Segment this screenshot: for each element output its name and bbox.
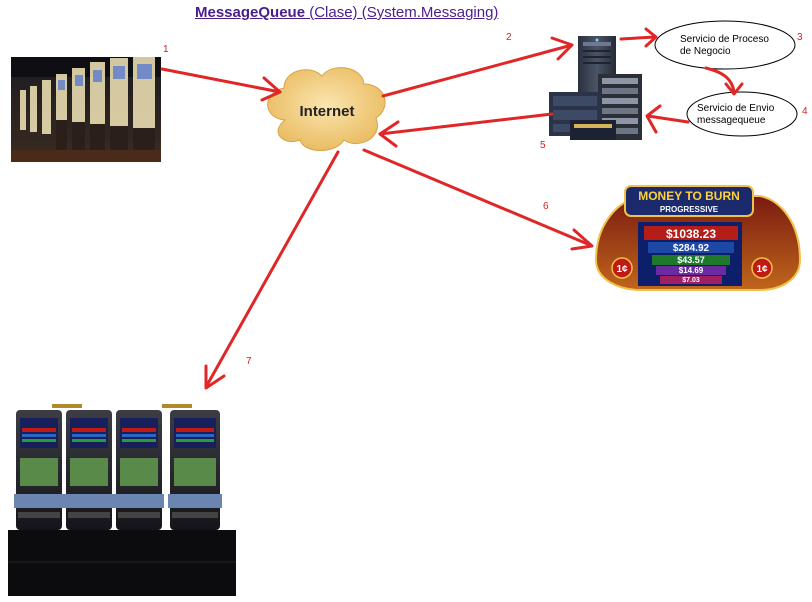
- arrow-5: [378, 112, 554, 148]
- slot-machine-cabinet: [64, 410, 114, 530]
- arrow-3: [619, 27, 658, 48]
- jackpot-amount-5: $7.03: [682, 277, 700, 284]
- step-number-4: 4: [802, 106, 808, 117]
- send-service-label-line2: messagequeue: [697, 115, 766, 126]
- internet-cloud: Internet: [267, 67, 386, 151]
- flow-arrows: [160, 27, 744, 390]
- jackpot-denomination-right: 1¢: [756, 264, 768, 275]
- arrow-7: [204, 150, 340, 390]
- slot-machine-cabinet: [14, 410, 64, 530]
- arrow-3b: [704, 66, 744, 96]
- arrow-6: [362, 148, 594, 251]
- title-namespace: (Clase) (System.Messaging): [305, 4, 499, 21]
- step-numbers: 1 2 3 4 5 6 7: [163, 32, 808, 367]
- step-number-7: 7: [246, 356, 252, 367]
- send-service-label-line1: Servicio de Envio: [697, 103, 775, 114]
- jackpot-amount-2: $284.92: [673, 243, 710, 254]
- jackpot-header: MONEY TO BURN: [638, 189, 740, 203]
- jackpot-sign-image: MONEY TO BURN PROGRESSIVE $1038.23 $284.…: [594, 185, 802, 291]
- casino-floor-image: [11, 57, 161, 162]
- jackpot-amount-1: $1038.23: [666, 227, 716, 241]
- step-number-6: 6: [543, 201, 549, 212]
- slot-machine-cabinet: [114, 410, 164, 530]
- slot-machines-bank-image: [8, 404, 236, 596]
- jackpot-subheader: PROGRESSIVE: [660, 205, 719, 214]
- arrow-1: [160, 67, 282, 102]
- jackpot-amount-4: $14.69: [679, 266, 704, 275]
- business-service-label-line2: de Negocio: [680, 46, 731, 57]
- slot-machine-cabinet: [168, 410, 222, 530]
- jackpot-denomination-left: 1¢: [616, 264, 628, 275]
- business-service-label-line1: Servicio de Proceso: [680, 34, 769, 45]
- step-number-2: 2: [506, 32, 512, 43]
- arrow-4: [645, 104, 690, 134]
- jackpot-amount-3: $43.57: [677, 255, 705, 265]
- title-class-name: MessageQueue: [195, 4, 306, 21]
- step-number-1: 1: [163, 44, 169, 55]
- step-number-5: 5: [540, 140, 546, 151]
- arrow-2: [381, 36, 574, 98]
- send-service-node: Servicio de Envio messagequeue: [686, 91, 798, 137]
- page-title-link[interactable]: MessageQueue (Clase) (System.Messaging): [195, 4, 498, 21]
- step-number-3: 3: [797, 32, 803, 43]
- storage-unit-image: [549, 92, 616, 140]
- business-process-service-node: Servicio de Proceso de Negocio: [654, 20, 796, 70]
- internet-label: Internet: [299, 103, 354, 120]
